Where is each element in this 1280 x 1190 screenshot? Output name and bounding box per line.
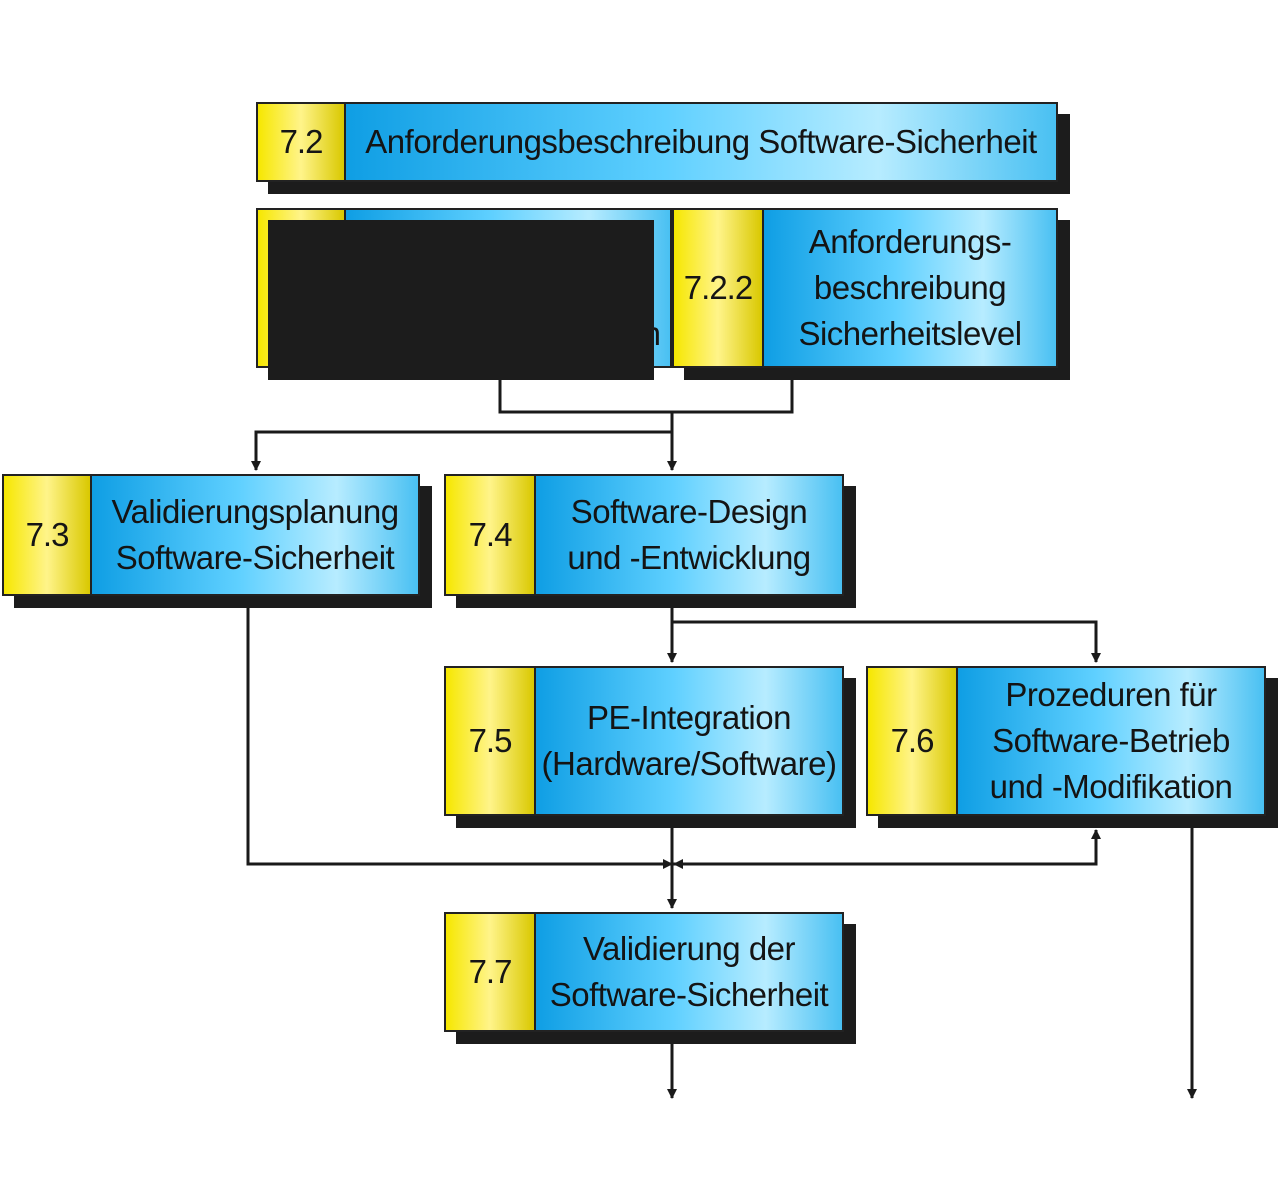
step-7-3: 7.3 Validierungsplanung Software-Sicherh…: [2, 474, 420, 596]
step-label: Anforderungs- beschreibung Sicherheitsle…: [764, 210, 1056, 366]
connector-to-76: [672, 620, 1101, 663]
step-7-6: 7.6 Prozeduren für Software-Betrieb und …: [866, 666, 1266, 816]
step-number: 7.6: [868, 668, 958, 814]
connector-73-to-merge: [246, 606, 673, 869]
step-7-5: 7.5 PE-Integration (Hardware/Software): [444, 666, 844, 816]
step-number: 7.2.2: [674, 210, 764, 366]
step-label: Anforderungsbeschreibung Software-Sicher…: [346, 104, 1056, 180]
step-label: Prozeduren für Software-Betrieb und -Mod…: [958, 668, 1264, 814]
step-number: 7.5: [446, 668, 536, 814]
step-7-4: 7.4 Software-Design und -Entwicklung: [444, 474, 844, 596]
step-number: 7.3: [4, 476, 92, 594]
connector-to-73: [251, 430, 672, 471]
step-label: Anforderungs- beschreibung Sicherheitsfu…: [346, 210, 670, 366]
step-7-7: 7.7 Validierung der Software-Sicherheit: [444, 912, 844, 1032]
step-7-2: 7.2 Anforderungsbeschreibung Software-Si…: [256, 102, 1058, 182]
step-label: Validierungsplanung Software-Sicherheit: [92, 476, 418, 594]
step-number: 7.7: [446, 914, 536, 1030]
step-number: 7.2.1: [258, 210, 346, 366]
step-7-2-2: 7.2.2 Anforderungs- beschreibung Sicherh…: [672, 208, 1058, 368]
step-number: 7.4: [446, 476, 536, 594]
step-label: Software-Design und -Entwicklung: [536, 476, 842, 594]
step-number: 7.2: [258, 104, 346, 180]
step-label: Validierung der Software-Sicherheit: [536, 914, 842, 1030]
bracket-721-722: [498, 376, 794, 414]
step-label: PE-Integration (Hardware/Software): [536, 668, 842, 814]
step-7-2-1: 7.2.1 Anforderungs- beschreibung Sicherh…: [256, 208, 672, 368]
connector-merge-to-76: [672, 829, 1101, 866]
